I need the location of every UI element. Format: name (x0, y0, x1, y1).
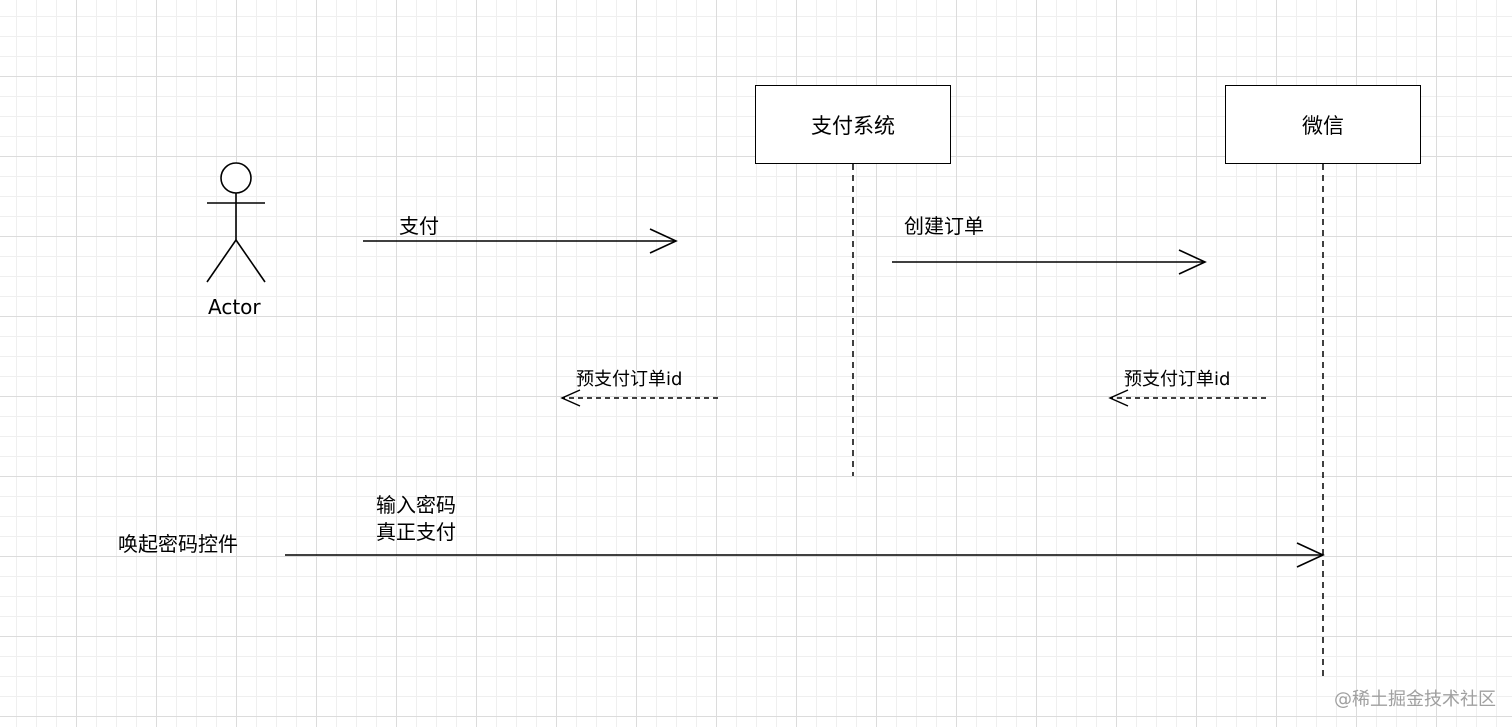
message-prepay-return-2-label: 预支付订单id (1124, 369, 1231, 390)
participant-wechat-label: 微信 (1302, 113, 1344, 138)
watermark: @稀土掘金技术社区 (1334, 689, 1496, 710)
actor-figure (206, 162, 266, 283)
actor-right-leg (235, 239, 266, 283)
arrow-invoke-password (285, 542, 1325, 568)
arrow-create-order (892, 249, 1207, 275)
message-invoke-password-label: 唤起密码控件 (118, 532, 238, 556)
actor-label: Actor (208, 295, 261, 319)
actor-head (220, 162, 252, 194)
arrow-pay (363, 228, 678, 254)
message-create-order-label: 创建订单 (904, 214, 984, 238)
participant-payment-system: 支付系统 (755, 85, 951, 164)
note-line-2: 真正支付 (376, 520, 456, 544)
note-enter-password: 输入密码 真正支付 (376, 492, 456, 546)
participant-wechat: 微信 (1225, 85, 1421, 164)
participant-payment-system-label: 支付系统 (811, 113, 895, 138)
message-pay-label: 支付 (399, 214, 439, 238)
actor-left-leg (206, 239, 237, 283)
note-line-1: 输入密码 (376, 493, 456, 517)
arrow-prepay-return-2 (1108, 389, 1266, 407)
arrow-prepay-return-1 (560, 389, 718, 407)
message-prepay-return-1-label: 预支付订单id (576, 369, 683, 390)
